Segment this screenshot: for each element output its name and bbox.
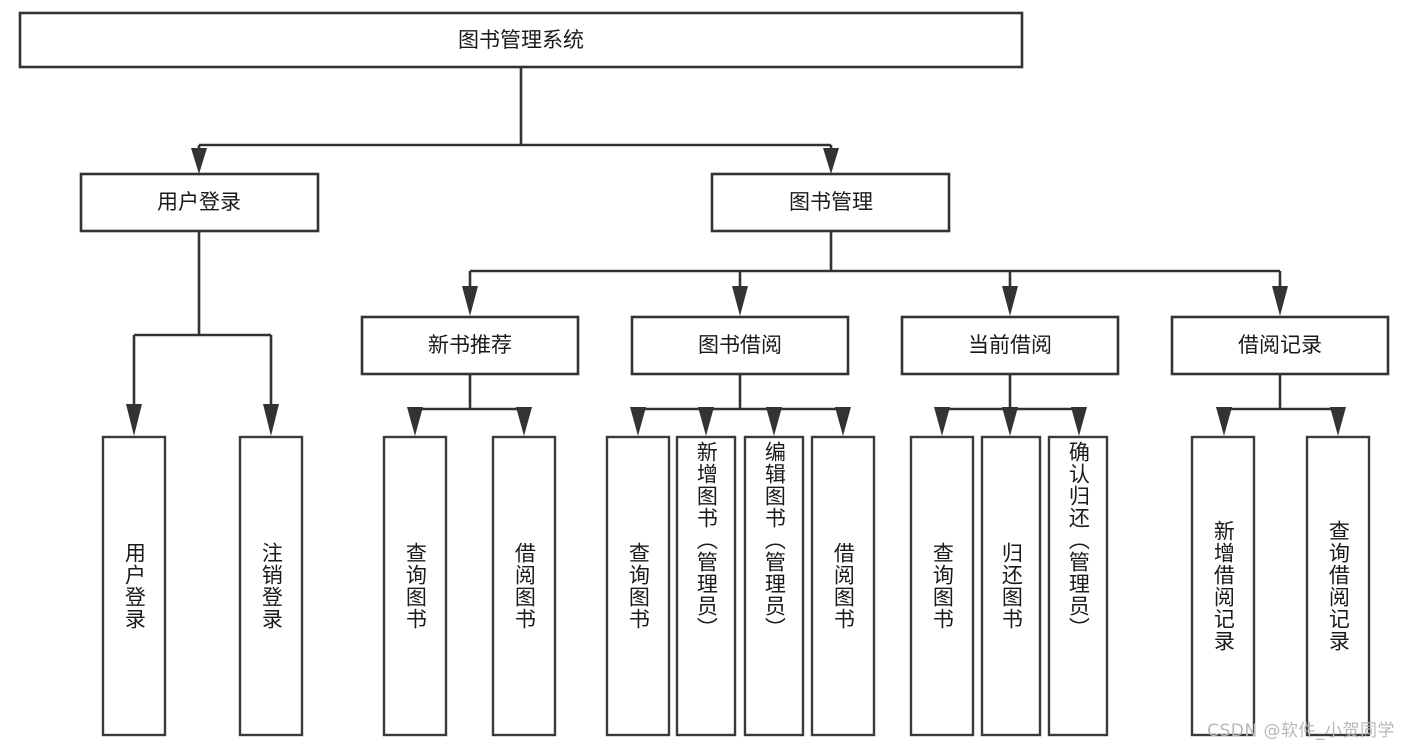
arrow-head-user-login	[191, 148, 207, 174]
leaf-box-logout-login[interactable]	[238, 435, 304, 737]
node-borrow-record[interactable]: 借阅记录	[1170, 315, 1390, 376]
leaf-box-edit-book[interactable]	[743, 435, 805, 737]
arrow-head-leaf-query-record	[1330, 407, 1346, 436]
node-book-borrow[interactable]: 图书借阅	[630, 315, 850, 376]
leaf-boxes	[101, 435, 1371, 737]
connector-group-book-borrow	[630, 375, 851, 436]
node-current-borrow[interactable]: 当前借阅	[900, 315, 1120, 376]
node-book-borrow-box[interactable]	[630, 315, 850, 376]
connector-group-book-manage	[462, 231, 1288, 316]
connector-group-new-book-recommend	[407, 375, 532, 436]
node-current-borrow-label: 当前借阅	[968, 333, 1052, 357]
connector-group-user-login	[126, 231, 279, 436]
node-user-login[interactable]: 用户登录	[79, 172, 320, 233]
node-book-manage-box[interactable]	[710, 172, 951, 233]
leaf-box-query-book-1[interactable]	[382, 435, 448, 737]
arrow-head-new-book-recommend	[462, 286, 478, 316]
arrow-head-current-borrow	[1002, 286, 1018, 316]
node-root[interactable]: 图书管理系统	[18, 11, 1024, 69]
connector-group-borrow-record	[1216, 375, 1346, 436]
leaf-box-return-book[interactable]	[980, 435, 1042, 737]
node-book-manage[interactable]: 图书管理	[710, 172, 951, 233]
node-borrow-record-label: 借阅记录	[1238, 333, 1322, 357]
leaf-box-query-book-3[interactable]	[909, 435, 975, 737]
node-root-box[interactable]	[18, 11, 1024, 69]
arrow-head-leaf-add-book	[698, 407, 714, 436]
arrow-head-leaf-return-book	[1002, 407, 1018, 436]
node-book-borrow-label: 图书借阅	[698, 333, 782, 357]
leaf-box-query-book-2[interactable]	[605, 435, 671, 737]
arrow-head-leaf-add-record	[1216, 407, 1232, 436]
node-new-book-recommend-label: 新书推荐	[428, 333, 512, 357]
arrow-head-leaf-query-book-1	[407, 407, 423, 436]
node-borrow-record-box[interactable]	[1170, 315, 1390, 376]
connector-group-current-borrow	[934, 375, 1087, 436]
leaf-box-confirm-return[interactable]	[1047, 435, 1109, 737]
arrow-head-leaf-confirm-return	[1071, 407, 1087, 436]
leaf-box-borrow-book-1[interactable]	[491, 435, 557, 737]
arrow-head-leaf-user-login	[126, 404, 142, 436]
arrow-head-leaf-borrow-book-1	[516, 407, 532, 436]
node-current-borrow-box[interactable]	[900, 315, 1120, 376]
arrow-head-leaf-logout-login	[263, 404, 279, 436]
node-new-book-recommend[interactable]: 新书推荐	[360, 315, 580, 376]
connector-group-root	[191, 67, 839, 174]
arrow-head-leaf-edit-book	[766, 407, 782, 436]
arrow-head-leaf-borrow-book-2	[835, 407, 851, 436]
arrow-head-book-manage	[823, 148, 839, 174]
leaf-box-user-login[interactable]	[101, 435, 167, 737]
leaf-box-add-record[interactable]	[1190, 435, 1256, 737]
arrow-head-borrow-record	[1272, 286, 1288, 316]
node-book-manage-label: 图书管理	[789, 190, 873, 214]
node-new-book-recommend-box[interactable]	[360, 315, 580, 376]
arrow-head-leaf-query-book-3	[934, 407, 950, 436]
node-root-label: 图书管理系统	[458, 28, 584, 52]
arrow-head-book-borrow	[732, 286, 748, 316]
watermark-text: CSDN @软件_小贺同学	[1207, 721, 1395, 741]
node-user-login-box[interactable]	[79, 172, 320, 233]
leaf-box-add-book[interactable]	[675, 435, 737, 737]
leaf-box-query-record[interactable]	[1305, 435, 1371, 737]
node-user-login-label: 用户登录	[157, 190, 241, 214]
arrow-head-leaf-query-book-2	[630, 407, 646, 436]
leaf-box-borrow-book-2[interactable]	[810, 435, 876, 737]
